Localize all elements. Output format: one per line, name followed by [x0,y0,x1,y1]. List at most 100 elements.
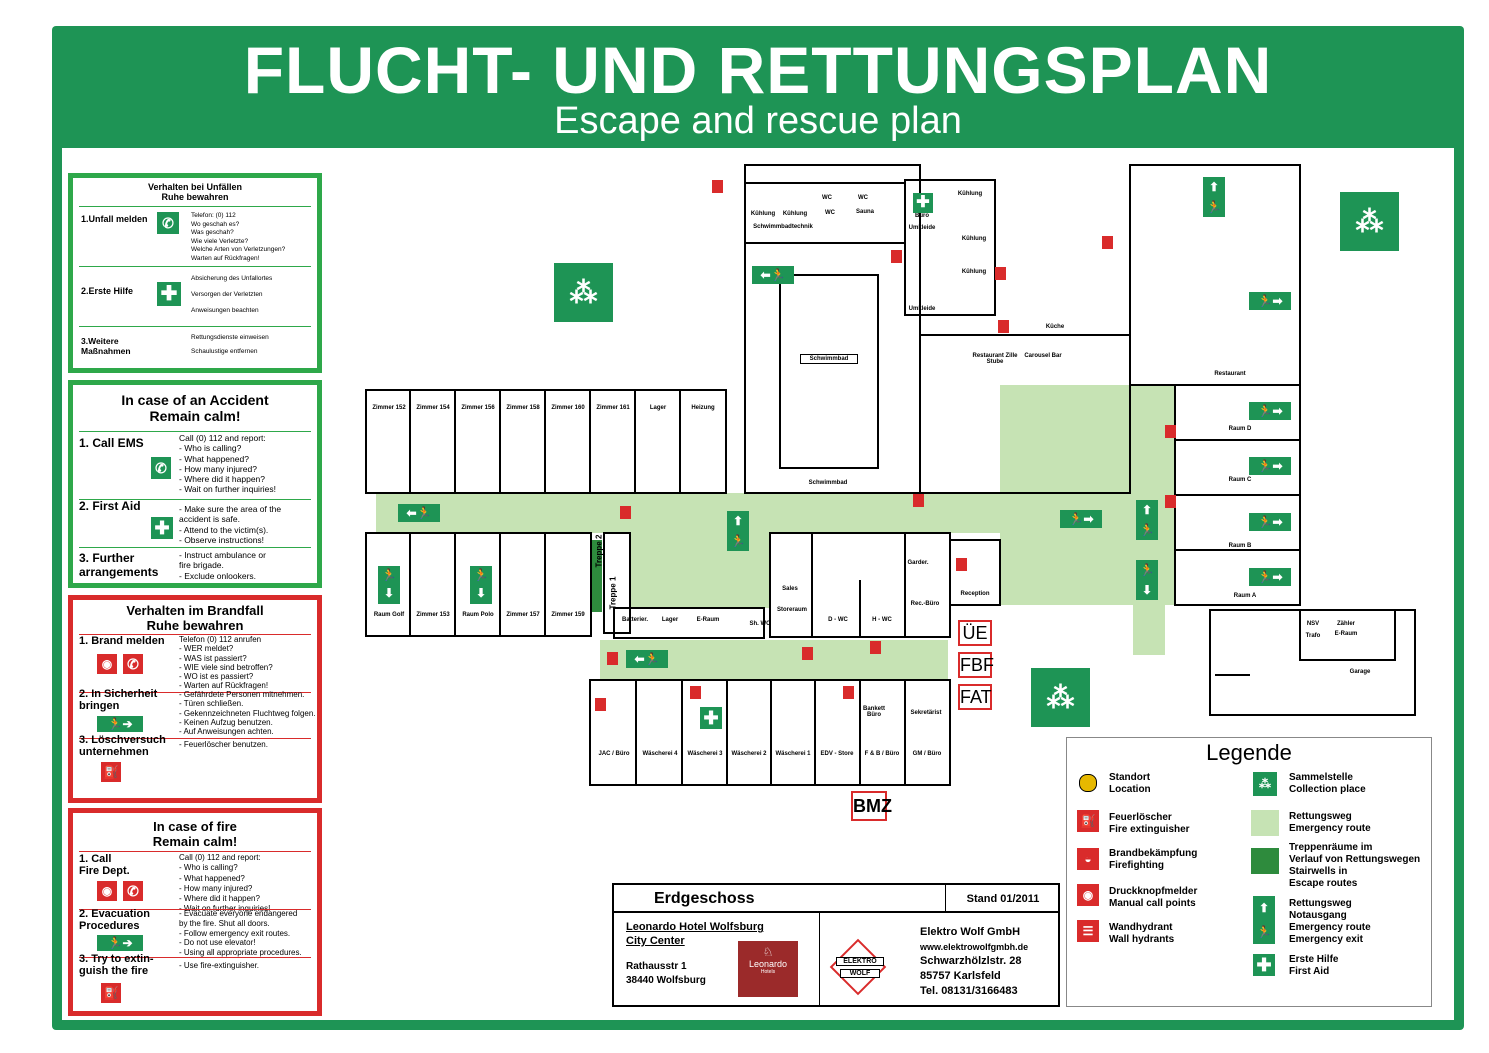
accident-panel-en: In case of an Accident Remain calm! 1. C… [68,380,322,588]
page-subtitle: Escape and rescue plan [554,100,962,142]
room-label: Raum A [1233,593,1257,599]
room-label: WC [858,195,868,201]
divider [79,499,311,500]
fire-extinguisher-icon [843,686,854,699]
item-text: Call (0) 112 and report: - Who is callin… [179,853,271,914]
legend-item: Feuerlöscher Fire extinguisher [1109,812,1190,835]
divider [79,738,311,739]
room-label: Schwimmbad [808,480,848,486]
room-label: Kühlung [961,269,987,275]
room-label: Zimmer 154 [416,405,450,411]
legend-item: Wandhydrant Wall hydrants [1109,922,1175,945]
panel-title: Verhalten im Brandfall [126,603,264,618]
item-label: 3. Further arrangements [79,551,159,579]
room-label: Umkleide [908,225,936,231]
room-label: JAC / Büro [598,751,630,757]
divider [79,547,311,548]
exit-sign-icon: ⬆🏃 [1136,500,1158,540]
room-label: Raum Polo [462,612,494,618]
legend-item: Rettungsweg Notausgang Emergency route E… [1289,898,1371,945]
logo-line: WOLF [840,969,880,978]
hotel-sub: City Center [626,935,685,947]
exit-arrow-icon: 🏃➔ [97,935,143,951]
room-label: Wäscherei 1 [775,751,811,757]
first-aid-icon: ✚ [151,517,173,539]
exit-arrow-icon: 🏃➔ [97,716,143,732]
fire-extinguisher-icon [1165,495,1176,508]
room-label: Trafo [1305,633,1321,639]
address-line: 38440 Wolfsburg [626,975,706,986]
room-label: Sh. WC [749,621,771,627]
fire-extinguisher-icon [1102,236,1113,249]
exit-sign-icon: 🏃➡ [1249,513,1291,531]
panel-subtitle: Ruhe bewahren [161,192,229,202]
ue-box: ÜE [958,620,992,646]
item-label: 2. In Sicherheit bringen [79,688,158,712]
room-label: D - WC [828,617,848,623]
divider [79,431,311,432]
room-label: E-Raum [1334,631,1358,637]
first-aid-icon: ✚ [700,707,722,729]
phone-icon: ✆ [123,654,143,674]
item-label: 3.Weitere Maßnahmen [81,336,131,356]
room-label: WC [822,195,832,201]
fire-extinguisher-icon [607,652,618,665]
exit-sign-icon: 🏃➡ [1060,510,1102,528]
item-text: - Evacuate everyone endangered by the fi… [179,909,302,958]
company-logo: ELEKTRO WOLF [829,938,888,997]
stairwell-fill [592,540,602,612]
room-label: Sekretärist [910,710,942,716]
address-line: Rathausstr 1 [626,961,687,972]
phone-icon: ✆ [123,881,143,901]
panel-subtitle: Remain calm! [149,408,241,424]
fire-extinguisher-icon [1165,425,1176,438]
legend-item: Erste Hilfe First Aid [1289,954,1339,977]
location-icon [1079,774,1097,792]
legend-item: Standort Location [1109,772,1151,795]
panel-subtitle: Remain calm! [152,834,238,849]
room-label: Wäscherei 2 [731,751,767,757]
legend-item: Brandbekämpfung Firefighting [1109,848,1198,871]
room-label: Zimmer 152 [372,405,406,411]
room-label: Zähler [1336,621,1355,627]
fire-extinguisher-icon [802,647,813,660]
item-label: 1. Call EMS [79,436,144,450]
room-label: Kühlung [961,236,987,242]
company-phone: Tel. 08131/3166483 [920,985,1018,997]
room-label: Schwimmbad [800,354,858,364]
exit-sign-icon: ⬅🏃 [398,504,440,522]
exit-sign-icon: 🏃⬇ [470,566,492,604]
room-label: Wäscherei 3 [687,751,723,757]
divider [79,634,311,635]
legend-item: Treppenräume im Verlauf von Rettungswege… [1289,842,1421,889]
room-label: NSV [1306,621,1320,627]
fire-extinguisher-icon: ⛽ [1077,810,1099,832]
room-label: Bankett Büro [862,706,885,718]
logo-text: Leonardo [748,959,788,969]
fat-box: FAT [958,684,992,710]
exit-sign-icon: 🏃➡ [1249,457,1291,475]
exit-sign-icon: ⬆🏃 [1253,896,1275,944]
item-label: 2. First Aid [79,499,141,513]
panel-title: In case of fire [153,819,237,834]
call-point-icon: ◉ [97,881,117,901]
fbf-box: FBF [958,652,994,678]
room-label: Zimmer 153 [416,612,450,618]
item-text: - Use fire-extinguisher. [179,961,260,970]
title-block: Erdgeschoss Stand 01/2011 Leonardo Hotel… [612,883,1060,1007]
exit-sign-icon: 🏃➡ [1249,568,1291,586]
call-point-icon: ◉ [1077,884,1099,906]
room-label: Zimmer 158 [506,405,540,411]
exit-sign-icon: ⬆🏃 [1203,177,1225,217]
legend-panel: Legende Standort Location ⛽ Feuerlöscher… [1066,737,1432,1007]
item-label: 3. Löschversuch unternehmen [79,734,166,758]
item-label: 2. Evacuation Procedures [79,908,150,932]
room-label: Büro [915,213,929,219]
room-label: Storeraum [776,607,807,613]
item-label: 2.Erste Hilfe [81,286,134,296]
room-label: Sales [782,586,798,592]
assembly-point-icon: ⁂ [554,263,613,322]
fire-extinguisher-icon [995,267,1006,280]
room-label: Raum Golf [373,612,405,618]
company-web: www.elektrowolfgmbh.de [920,942,1029,952]
